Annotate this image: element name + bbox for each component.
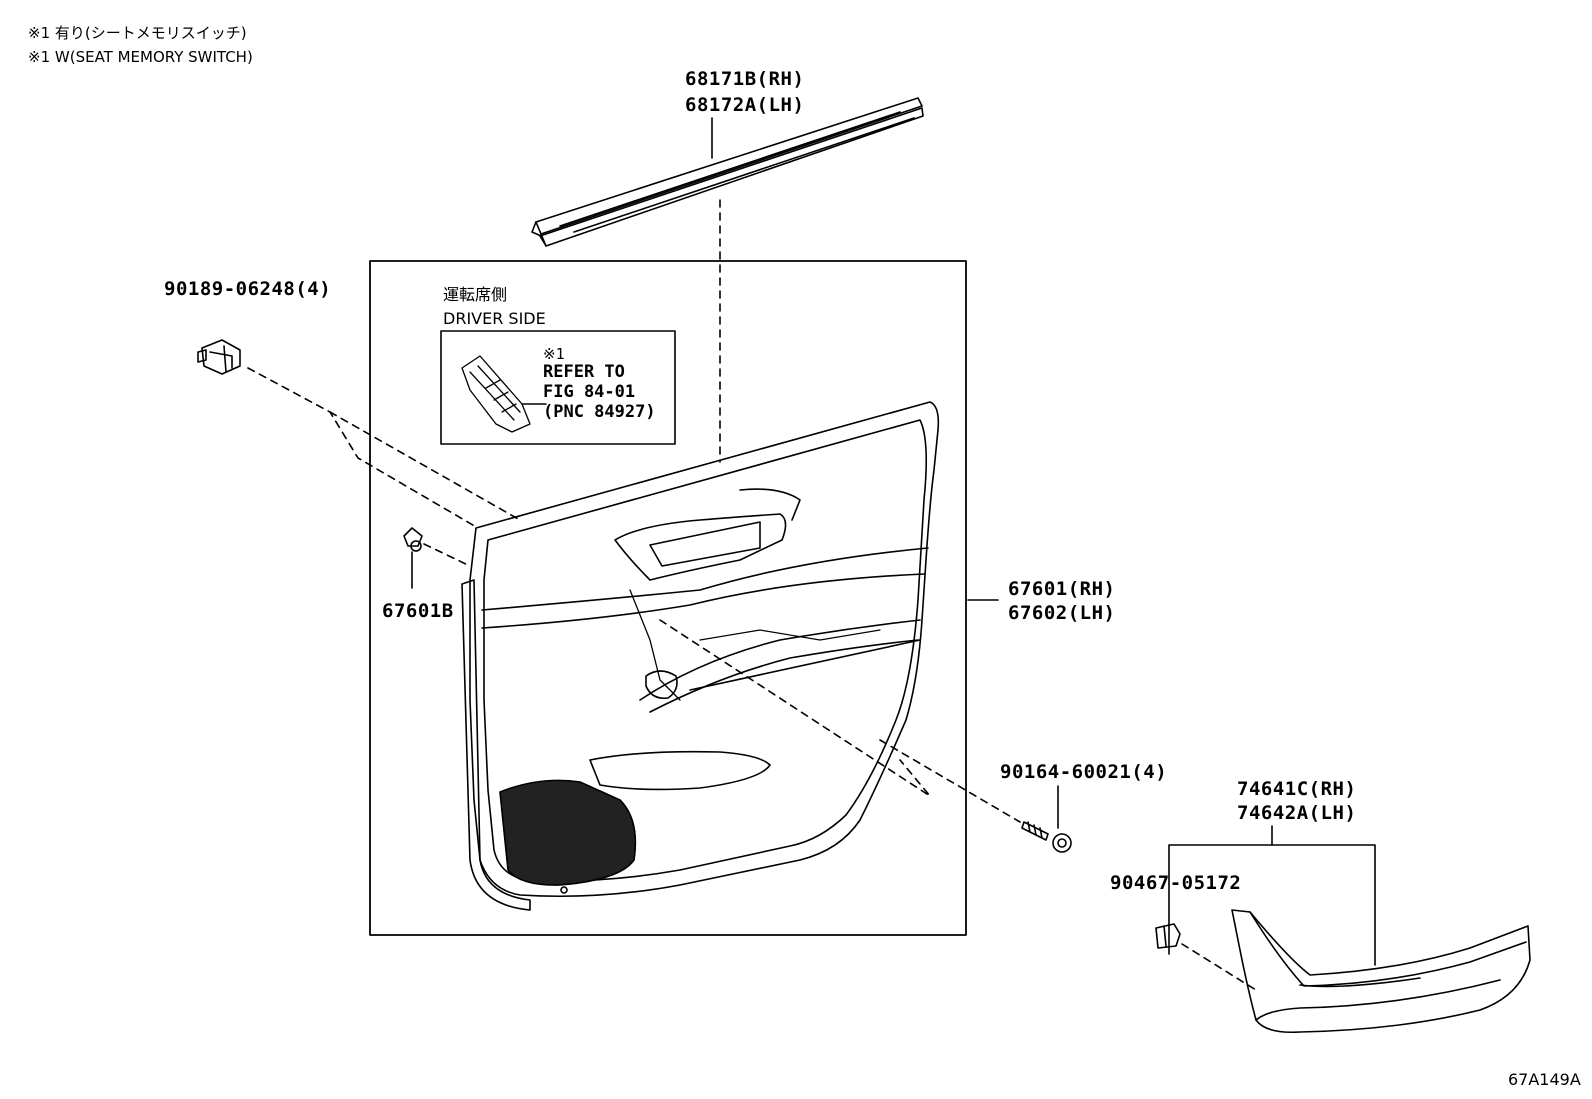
- memory-switch-part: [461, 355, 531, 433]
- screw-90164-part: [1021, 821, 1072, 853]
- dash-armrest-clip: [1181, 943, 1257, 991]
- label-90189-06248: 90189-06248(4): [164, 278, 332, 300]
- figure-id: 67A149A: [1508, 1070, 1581, 1089]
- driver-side-en: DRIVER SIDE: [443, 309, 546, 328]
- ref-line-1: REFER TO: [543, 362, 625, 382]
- door-trim-panel: [461, 401, 940, 911]
- clip-90189-part: [197, 339, 241, 375]
- label-67601-rh: 67601(RH): [1008, 578, 1116, 600]
- weatherstrip-part: [531, 97, 924, 247]
- armrest-trim-part: [1231, 909, 1531, 1034]
- label-74642a-lh: 74642A(LH): [1237, 802, 1357, 824]
- driver-side-frame: [369, 260, 967, 936]
- label-67602-lh: 67602(LH): [1008, 602, 1116, 624]
- dash-clip-67601b: [423, 543, 471, 567]
- ref-line-2: FIG 84-01: [543, 382, 636, 402]
- reference-inset-box: [440, 330, 676, 445]
- label-90164-60021: 90164-60021(4): [1000, 761, 1168, 783]
- label-67601b: 67601B: [382, 600, 454, 622]
- ref-line-3: (PNC 84927): [543, 402, 656, 422]
- dash-clip-top: [247, 367, 479, 529]
- note-line-en: ※1 W(SEAT MEMORY SWITCH): [28, 48, 253, 66]
- label-90467-05172: 90467-05172: [1110, 872, 1242, 894]
- note-line-jp: ※1 有り(シートメモリスイッチ): [28, 24, 247, 42]
- label-68171b-rh: 68171B(RH): [685, 68, 805, 90]
- clip-67601b-part: [403, 527, 423, 552]
- dash-screw: [659, 619, 931, 797]
- driver-side-jp: 運転席側: [443, 285, 508, 304]
- dash-clip-top-2: [329, 411, 521, 521]
- clip-90467-part: [1155, 923, 1181, 949]
- dash-screw-2: [879, 739, 1021, 823]
- label-74641c-rh: 74641C(RH): [1237, 778, 1357, 800]
- label-68172a-lh: 68172A(LH): [685, 94, 805, 116]
- ref-mark: ※1: [543, 345, 565, 363]
- bracket-armrest: [1168, 844, 1376, 966]
